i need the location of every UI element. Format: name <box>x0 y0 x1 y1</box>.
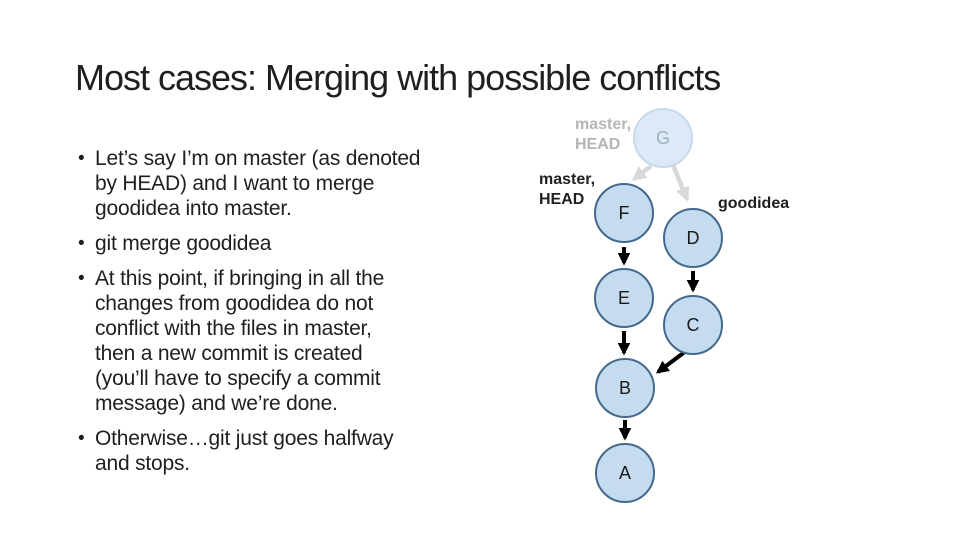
bullet-marker: • <box>78 428 85 449</box>
edge-c-to-b <box>655 349 688 374</box>
bullet-item: • Let’s say I’m on master (as denoted by… <box>78 146 488 221</box>
bullet-text: At this point, if bringing in all the ch… <box>95 267 385 415</box>
bullet-list: • Let’s say I’m on master (as denoted by… <box>78 146 488 486</box>
commit-node-a: A <box>595 443 655 503</box>
bullet-text: Otherwise…git just goes halfway and stop… <box>95 427 394 475</box>
bullet-marker: • <box>78 148 85 169</box>
slide-title: Most cases: Merging with possible confli… <box>75 57 721 98</box>
commit-node-d: D <box>663 208 723 268</box>
master-head-label: master, HEAD <box>539 171 596 208</box>
bullet-text: Let’s say I’m on master (as denoted by H… <box>95 147 421 220</box>
edge-g-to-d <box>670 164 690 202</box>
bullet-item: • git merge goodidea <box>78 231 488 256</box>
bullet-marker: • <box>78 268 85 289</box>
ghost-master-head-label: master, HEAD <box>575 116 632 153</box>
edge-g-to-f <box>631 164 653 181</box>
commit-node-e: E <box>594 268 654 328</box>
commit-node-c: C <box>663 295 723 355</box>
bullet-item: • Otherwise…git just goes halfway and st… <box>78 426 488 476</box>
commit-node-f: F <box>594 183 654 243</box>
goodidea-branch-label: goodidea <box>718 195 790 212</box>
commit-node-b: B <box>595 358 655 418</box>
bullet-text: git merge goodidea <box>95 232 272 255</box>
bullet-item: • At this point, if bringing in all the … <box>78 266 488 416</box>
bullet-marker: • <box>78 233 85 254</box>
commit-node-g: G <box>633 108 693 168</box>
